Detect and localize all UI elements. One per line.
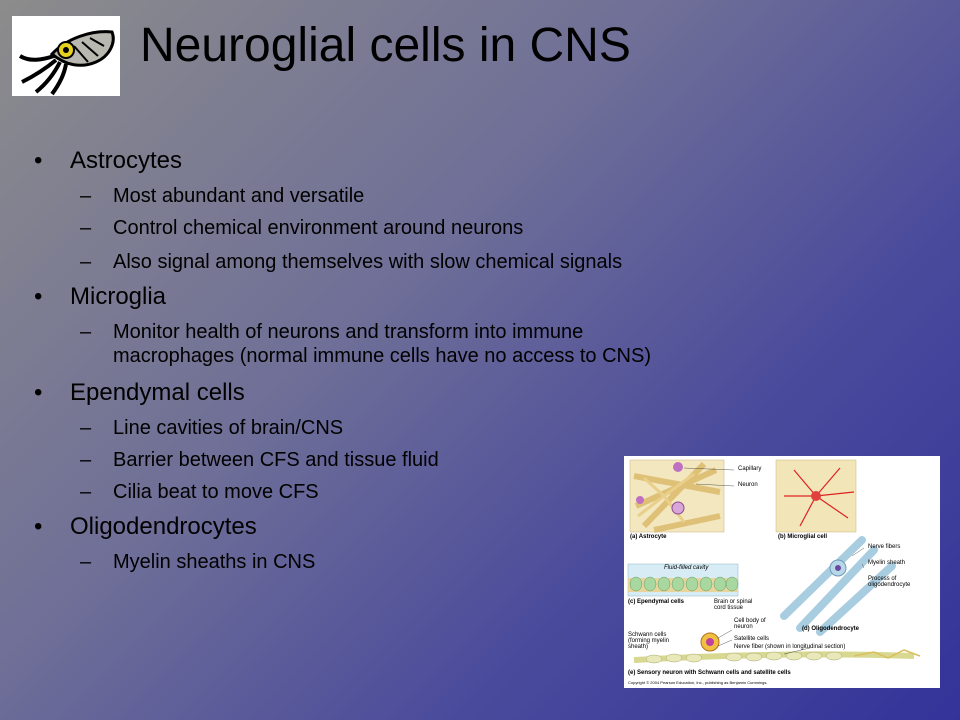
squid-logo-icon <box>12 16 120 96</box>
bullet-icon: • <box>34 513 43 540</box>
bullet-icon: • <box>34 379 43 406</box>
dash-icon: – <box>80 551 92 573</box>
bullet-text: Microglia <box>70 283 167 310</box>
dash-icon: – <box>80 481 92 503</box>
neuroglia-figure: Capillary Neuron (a) Astrocyte (b) Micro… <box>624 456 940 688</box>
bullet-text: Ependymal cells <box>70 379 245 406</box>
bullet-icon: • <box>34 283 43 310</box>
slide-title: Neuroglial cells in CNS <box>140 19 631 72</box>
bullet-text: Oligodendrocytes <box>70 513 257 540</box>
dash-icon: – <box>80 449 92 471</box>
dash-icon: – <box>80 185 92 207</box>
bullet-text: Astrocytes <box>70 147 183 174</box>
dash-icon: – <box>80 217 92 239</box>
bullet-icon: • <box>34 147 43 174</box>
dash-icon: – <box>80 251 92 273</box>
dash-icon: – <box>80 417 92 439</box>
dash-icon: – <box>80 321 92 343</box>
